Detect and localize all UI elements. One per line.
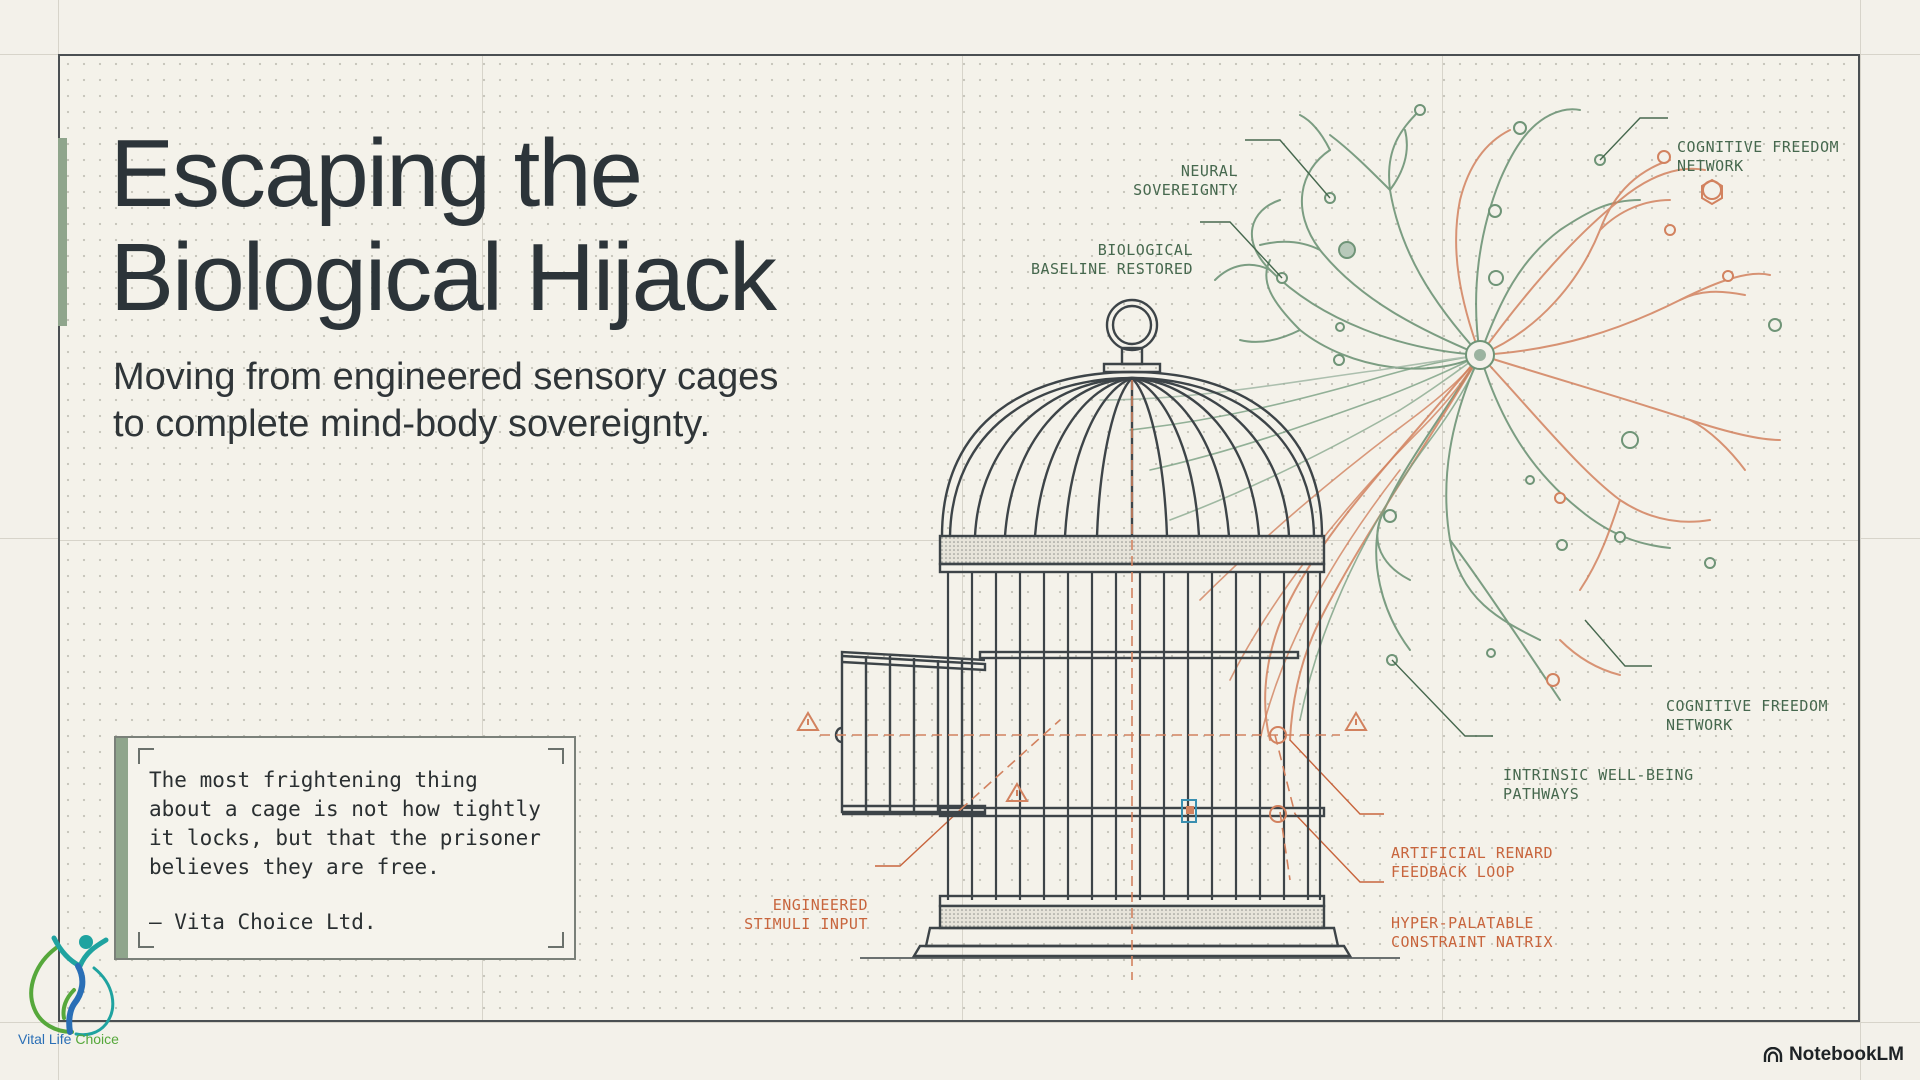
notebooklm-icon [1763,1047,1783,1062]
grid-line-h-ext [0,538,58,539]
warning-icons [796,711,1368,802]
corner-mark-tr [548,748,564,764]
network-nodes [1276,104,1782,687]
label-leaders [875,117,1668,883]
network-green-branches [1214,108,1671,701]
guide-line-bottom [0,1022,1920,1023]
sensor-markers [1181,726,1287,823]
vital-life-choice-logo [29,935,115,1037]
notebooklm-brand: NotebookLM [1763,1044,1904,1066]
flow-strands [1099,354,1481,741]
subtitle-line-2: to complete mind-body sovereignty. [113,403,711,445]
corner-mark-bl [138,932,154,948]
grid-line-h-ext-right [1860,538,1920,539]
quote-card: The most frightening thing about a cage … [114,736,576,960]
grid-line-v3 [1442,56,1443,1020]
corner-mark-br [548,932,564,948]
quote-text: The most frightening thing about a cage … [149,768,541,879]
guide-line-right [1860,0,1861,1080]
title-line-1: Escaping the [110,120,643,227]
subtitle-line-1: Moving from engineered sensory cages [113,356,779,398]
quote-author: — Vita Choice Ltd. [149,910,377,934]
title-line-2: Biological Hijack [110,224,777,331]
title-accent-bar [58,138,67,326]
logo-wordmark-part1: Vital Life [18,1031,76,1047]
notebooklm-label: NotebookLM [1788,1044,1904,1065]
logo-wordmark: Vital Life Choice [18,1031,119,1047]
corner-mark-tl [138,748,154,764]
grid-line-v1 [482,56,483,1020]
construction-lines [820,380,1340,980]
slide-title: Escaping the Biological Hijack [110,120,777,331]
logo-wordmark-part2: Choice [75,1031,119,1047]
slide-subtitle: Moving from engineered sensory cages to … [113,354,833,448]
birdcage [834,298,1400,959]
network-orange-branches [1264,129,1781,741]
quote-accent-bar [116,738,128,958]
